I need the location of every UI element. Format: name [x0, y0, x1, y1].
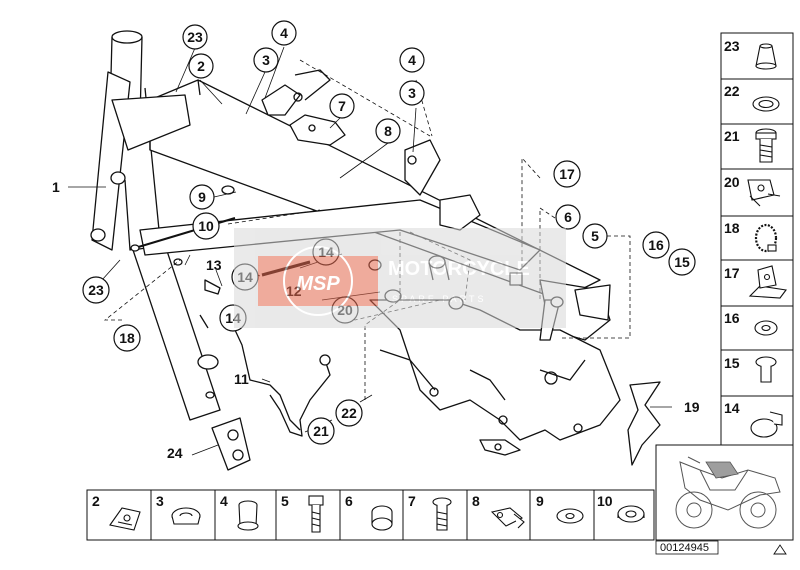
thick-washer-icon [617, 505, 645, 523]
footer: 00124945 [655, 540, 787, 555]
callout-label: 10 [198, 218, 214, 234]
callout-5[interactable]: 5 [582, 223, 608, 249]
label-24[interactable]: 24 [167, 445, 183, 461]
clamp-icon [747, 179, 781, 207]
label-19[interactable]: 19 [684, 399, 700, 415]
callout-15[interactable]: 15 [668, 248, 696, 276]
callout-7[interactable]: 7 [329, 93, 355, 119]
bottom-legend-7[interactable]: 7 [408, 493, 416, 509]
bottom-legend-6[interactable]: 6 [345, 493, 353, 509]
callout-label: 18 [119, 330, 135, 346]
callout-label: 8 [384, 123, 392, 139]
callout-label: 4 [408, 52, 416, 68]
callout-label: 5 [591, 228, 599, 244]
washer-icon [754, 320, 778, 336]
watermark-brand: MOTORCYCLE [388, 258, 530, 280]
clip-nut-icon [109, 507, 141, 531]
side-legend-16[interactable]: 16 [724, 310, 740, 326]
bottom-legend-icons [109, 495, 645, 533]
side-legend-22[interactable]: 22 [724, 83, 740, 99]
side-legend-15[interactable]: 15 [724, 355, 740, 371]
callout-23-top[interactable]: 23 [182, 24, 208, 50]
callout-label: 23 [88, 282, 104, 298]
side-legend-21[interactable]: 21 [724, 128, 740, 144]
cap-icon [755, 43, 777, 70]
screw-icon [755, 356, 777, 383]
flat-washer-icon [556, 508, 584, 524]
callout-label: 2 [197, 58, 205, 74]
bottom-legend-2[interactable]: 2 [92, 493, 100, 509]
callout-label: 9 [198, 189, 206, 205]
callout-label: 4 [280, 25, 288, 41]
callout-label: 22 [341, 405, 357, 421]
callout-label: 23 [187, 29, 203, 45]
watermark: MSP MOTORCYCLE SPARE PARTS [234, 228, 566, 328]
side-legend-20[interactable]: 20 [724, 174, 740, 190]
callout-label: 7 [338, 98, 346, 114]
callout-label: 3 [262, 52, 270, 68]
callout-label: 16 [648, 237, 664, 253]
side-legend-14[interactable]: 14 [724, 400, 740, 416]
callout-16[interactable]: 16 [642, 231, 670, 259]
label-13[interactable]: 13 [206, 257, 222, 273]
cable-tie-icon [754, 223, 778, 253]
callout-4-top[interactable]: 4 [271, 20, 297, 46]
bottom-legend-5[interactable]: 5 [281, 493, 289, 509]
callout-8[interactable]: 8 [375, 118, 401, 144]
watermark-sub: SPARE PARTS [392, 294, 487, 304]
side-legend-18[interactable]: 18 [724, 220, 740, 236]
callout-17[interactable]: 17 [553, 160, 581, 188]
callout-label: 21 [313, 423, 329, 439]
bottom-legend-9[interactable]: 9 [536, 493, 544, 509]
bottom-legend-10[interactable]: 10 [597, 493, 613, 509]
callout-3-top[interactable]: 3 [253, 47, 279, 73]
callout-2[interactable]: 2 [188, 53, 214, 79]
castle-nut-icon [371, 505, 393, 531]
callout-6[interactable]: 6 [555, 204, 581, 230]
callout-21[interactable]: 21 [307, 417, 335, 445]
side-legend-17[interactable]: 17 [724, 265, 740, 281]
ring-icon [752, 96, 780, 112]
watermark-initials: MSP [296, 273, 340, 295]
grommet-icon [171, 507, 201, 525]
label-11[interactable]: 11 [234, 371, 249, 387]
part-code: 00124945 [660, 542, 709, 554]
rubber-mount-icon [237, 500, 259, 531]
hose-clip-icon [750, 411, 783, 438]
callout-22[interactable]: 22 [335, 399, 363, 427]
callout-3-mid[interactable]: 3 [399, 80, 425, 106]
cable-clip-icon [490, 507, 525, 529]
bottom-legend-3[interactable]: 3 [156, 493, 164, 509]
callout-9[interactable]: 9 [189, 184, 215, 210]
callout-label: 6 [564, 209, 572, 225]
bottom-legend-8[interactable]: 8 [472, 493, 480, 509]
speed-nut-icon [748, 265, 787, 299]
side-legend-icons [747, 43, 787, 438]
callout-10[interactable]: 10 [192, 212, 220, 240]
side-legend-labels: 23 22 21 20 18 17 16 15 14 [724, 38, 740, 416]
up-arrow-icon[interactable] [773, 544, 787, 555]
callout-23-left[interactable]: 23 [82, 276, 110, 304]
hex-bolt-icon [308, 495, 324, 533]
countersunk-screw-icon [432, 497, 452, 531]
motorcycle-thumbnail [655, 444, 794, 541]
bolt-icon [755, 128, 777, 163]
callout-label: 3 [408, 85, 416, 101]
bottom-legend-4[interactable]: 4 [220, 493, 228, 509]
frame-highlight [705, 461, 739, 479]
callout-4-mid[interactable]: 4 [399, 47, 425, 73]
callout-label: 17 [559, 166, 575, 182]
bottom-legend-labels: 2 3 4 5 6 7 8 9 10 [92, 493, 613, 509]
side-legend-23[interactable]: 23 [724, 38, 740, 54]
callout-label: 15 [674, 254, 690, 270]
label-1[interactable]: 1 [52, 179, 60, 195]
callout-18[interactable]: 18 [113, 324, 141, 352]
